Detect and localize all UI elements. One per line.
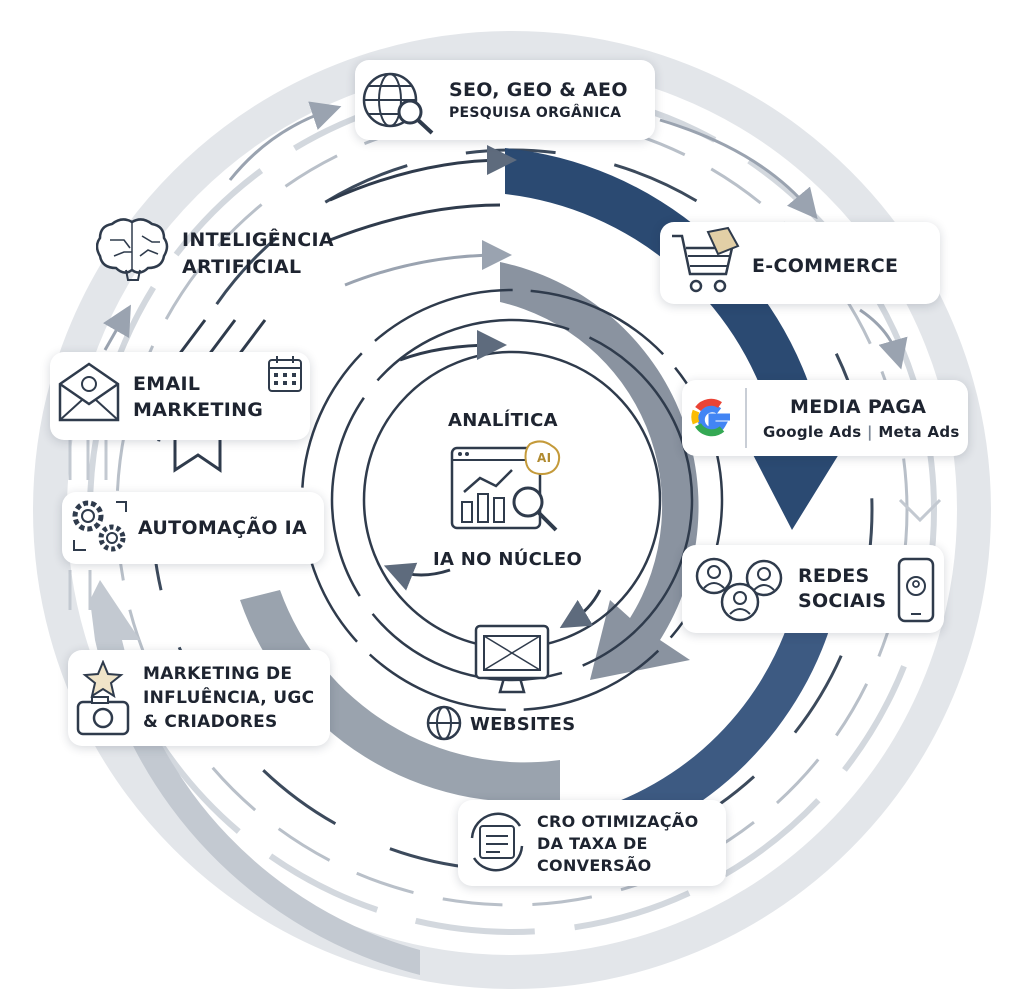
google-logo-icon: [691, 398, 730, 437]
monitor-icon: [474, 624, 550, 694]
gears-icon: [72, 500, 127, 552]
ia-line2: ARTIFICIAL: [182, 256, 302, 278]
ia-line1: INTELIGÊNCIA: [182, 229, 334, 251]
media-paga-title: MEDIA PAGA: [790, 396, 927, 418]
shopping-cart-icon: [672, 226, 740, 293]
sub-separator: |: [867, 423, 873, 441]
left-light-strokes: [68, 440, 942, 610]
media-paga-sub: Google Ads | Meta Ads: [763, 423, 960, 442]
influencia-line1: MARKETING DE: [143, 664, 293, 684]
flow-arrows: [103, 101, 908, 629]
email-line1: EMAIL: [133, 373, 201, 395]
smartphone-icon: [897, 557, 935, 623]
media-divider: [745, 388, 747, 448]
influencia-line3: & CRIADORES: [143, 712, 278, 732]
social-network-icon: [695, 557, 783, 622]
envelope-icon: [58, 362, 120, 422]
conversion-cycle-icon: [470, 812, 524, 872]
calendar-icon: [268, 356, 302, 392]
automacao-label: AUTOMAÇÃO IA: [138, 517, 308, 539]
brain-icon: [96, 218, 169, 281]
redes-line2: SOCIAIS: [798, 590, 887, 612]
light-flow-left: [90, 580, 420, 975]
seo-subtitle: PESQUISA ORGÂNICA: [449, 105, 622, 121]
globe-icon: [426, 705, 462, 741]
email-line2: MARKETING: [133, 399, 264, 421]
cro-line2: DA TAXA DE: [537, 834, 648, 853]
center-subtitle: IA NO NÚCLEO: [433, 549, 583, 570]
camera-star-icon: [76, 660, 130, 736]
websites-label: WEBSITES: [470, 714, 576, 735]
ecommerce-card: [660, 222, 940, 304]
cro-line1: CRO OTIMIZAÇÃO: [537, 812, 699, 831]
grey-flow-arrow: [500, 262, 699, 680]
cro-line3: CONVERSÃO: [537, 856, 652, 875]
seo-title: SEO, GEO & AEO: [449, 79, 628, 101]
ecommerce-label: E-COMMERCE: [752, 255, 899, 277]
google-ads-text: Google Ads: [763, 423, 862, 441]
globe-search-icon: [362, 72, 434, 135]
redes-line1: REDES: [798, 565, 870, 587]
analytics-dashboard-icon: [450, 440, 561, 532]
meta-ads-text: Meta Ads: [878, 423, 960, 441]
center-title: ANALÍTICA: [448, 410, 558, 431]
influencia-line2: INFLUÊNCIA, UGC: [143, 688, 315, 708]
ai-badge: AI: [537, 451, 552, 465]
